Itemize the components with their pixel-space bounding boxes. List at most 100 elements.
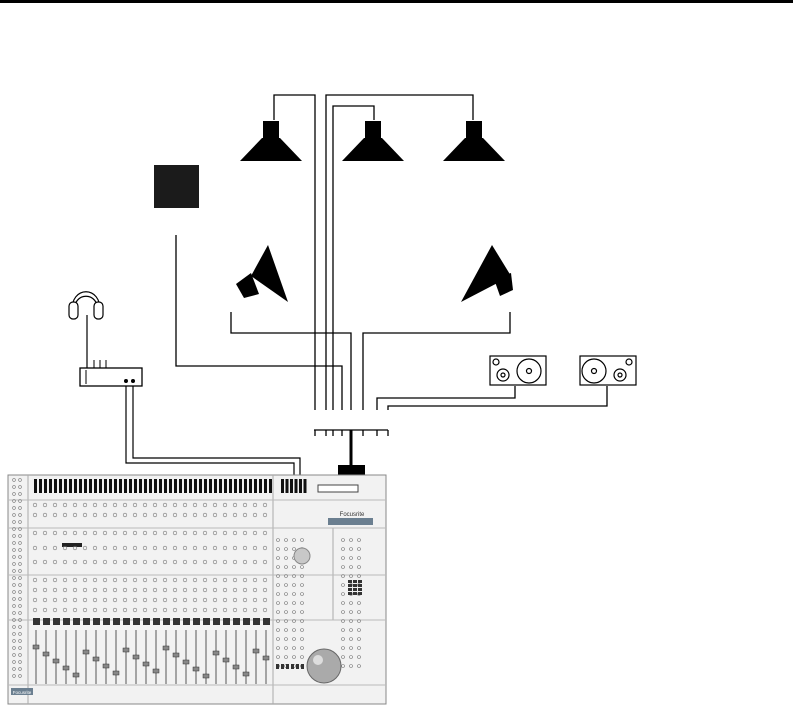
keypad-key xyxy=(348,584,352,587)
channel-button xyxy=(213,618,220,625)
meter-segment xyxy=(234,479,237,493)
fader-cap xyxy=(103,664,109,668)
channel-button xyxy=(153,618,160,625)
mixing-console: Focusrite Focusrite xyxy=(8,475,386,704)
keypad-key xyxy=(353,580,357,583)
fader-cap xyxy=(243,672,249,676)
meter-segment xyxy=(114,479,117,493)
meter-segment xyxy=(104,479,107,493)
fader-cap xyxy=(153,669,159,673)
meter-segment xyxy=(69,479,72,493)
meter-segment xyxy=(94,479,97,493)
meter-segment xyxy=(264,479,267,493)
fader-cap xyxy=(233,665,239,669)
meter-segment xyxy=(184,479,187,493)
keypad-key xyxy=(353,584,357,587)
keypad-key xyxy=(358,588,362,591)
meter-segment xyxy=(281,479,284,493)
channel-button xyxy=(243,618,250,625)
meter-segment xyxy=(219,479,222,493)
channel-button xyxy=(203,618,210,625)
console-display xyxy=(318,485,358,492)
fader-cap xyxy=(133,655,139,659)
meter-segment xyxy=(99,479,102,493)
fader-cap xyxy=(93,657,99,661)
keypad-key xyxy=(358,592,362,595)
meter-segment xyxy=(179,479,182,493)
connector-breakout xyxy=(314,430,388,477)
meter-segment xyxy=(74,479,77,493)
meter-segment xyxy=(129,479,132,493)
fader-cap xyxy=(203,674,209,678)
fader-cap xyxy=(33,645,39,649)
keypad-key xyxy=(353,592,357,595)
meter-segment xyxy=(286,479,289,493)
meter-segment xyxy=(239,479,242,493)
front-right-speaker xyxy=(443,121,505,161)
meter-segment xyxy=(39,479,42,493)
meter-segment xyxy=(209,479,212,493)
fader-cap xyxy=(53,659,59,663)
keypad-key xyxy=(348,580,352,583)
headphones-icon xyxy=(69,292,103,368)
meter-segment xyxy=(189,479,192,493)
fader-cap xyxy=(163,646,169,650)
meter-segment xyxy=(49,479,52,493)
meter-segment xyxy=(224,479,227,493)
meter-bridge xyxy=(34,479,307,493)
meter-segment xyxy=(299,479,302,493)
headphone-cable xyxy=(126,386,300,476)
fader-cap xyxy=(63,666,69,670)
subwoofer xyxy=(154,165,199,208)
keypad-key xyxy=(348,592,352,595)
keypad-key xyxy=(358,584,362,587)
channel-button xyxy=(123,618,130,625)
fader-cap xyxy=(43,652,49,656)
meter-segment xyxy=(164,479,167,493)
keypad-key xyxy=(353,588,357,591)
front-left-speaker xyxy=(240,121,302,161)
fader-cap xyxy=(223,658,229,662)
meter-segment xyxy=(254,479,257,493)
meter-segment xyxy=(34,479,37,493)
meter-segment xyxy=(109,479,112,493)
brand-plate xyxy=(328,518,373,525)
fader-cap xyxy=(173,653,179,657)
meter-segment xyxy=(204,479,207,493)
channel-button xyxy=(83,618,90,625)
nearfield-monitor-1 xyxy=(490,356,546,385)
channel-button xyxy=(173,618,180,625)
meter-segment xyxy=(89,479,92,493)
meter-segment xyxy=(199,479,202,493)
front-center-speaker xyxy=(342,121,404,161)
fader-cap xyxy=(183,660,189,664)
meter-segment xyxy=(144,479,147,493)
meter-segment xyxy=(229,479,232,493)
fader-cap xyxy=(193,667,199,671)
channel-button xyxy=(73,618,80,625)
meter-segment xyxy=(64,479,67,493)
channel-button xyxy=(233,618,240,625)
meter-segment xyxy=(124,479,127,493)
meter-segment xyxy=(295,479,298,493)
channel-button xyxy=(63,618,70,625)
surround-left-speaker xyxy=(236,245,288,302)
meter-segment xyxy=(194,479,197,493)
meter-segment xyxy=(214,479,217,493)
channel-button xyxy=(163,618,170,625)
channel-button xyxy=(263,618,270,625)
top-rule xyxy=(0,0,793,3)
meter-segment xyxy=(269,479,272,493)
fader-cap xyxy=(143,662,149,666)
meter-segment xyxy=(59,479,62,493)
meter-segment xyxy=(169,479,172,493)
nearfield-monitor-2 xyxy=(580,356,636,385)
meter-segment xyxy=(159,479,162,493)
fader-cap xyxy=(83,650,89,654)
channel-button xyxy=(223,618,230,625)
jog-wheel-dimple xyxy=(313,655,323,665)
meter-segment xyxy=(149,479,152,493)
meter-segment xyxy=(304,479,307,493)
channel-button xyxy=(43,618,50,625)
